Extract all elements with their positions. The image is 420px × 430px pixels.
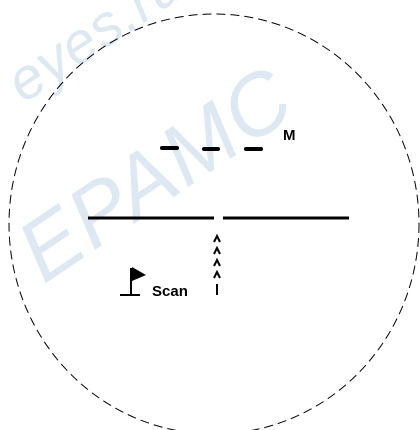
flag-icon [120,267,146,296]
scan-arrows-icon [213,233,221,295]
distance-readout-dashes [160,146,263,151]
eyepiece-outline [8,13,420,430]
scan-mode-label: Scan [152,283,188,300]
distance-unit-label: M [283,127,296,144]
